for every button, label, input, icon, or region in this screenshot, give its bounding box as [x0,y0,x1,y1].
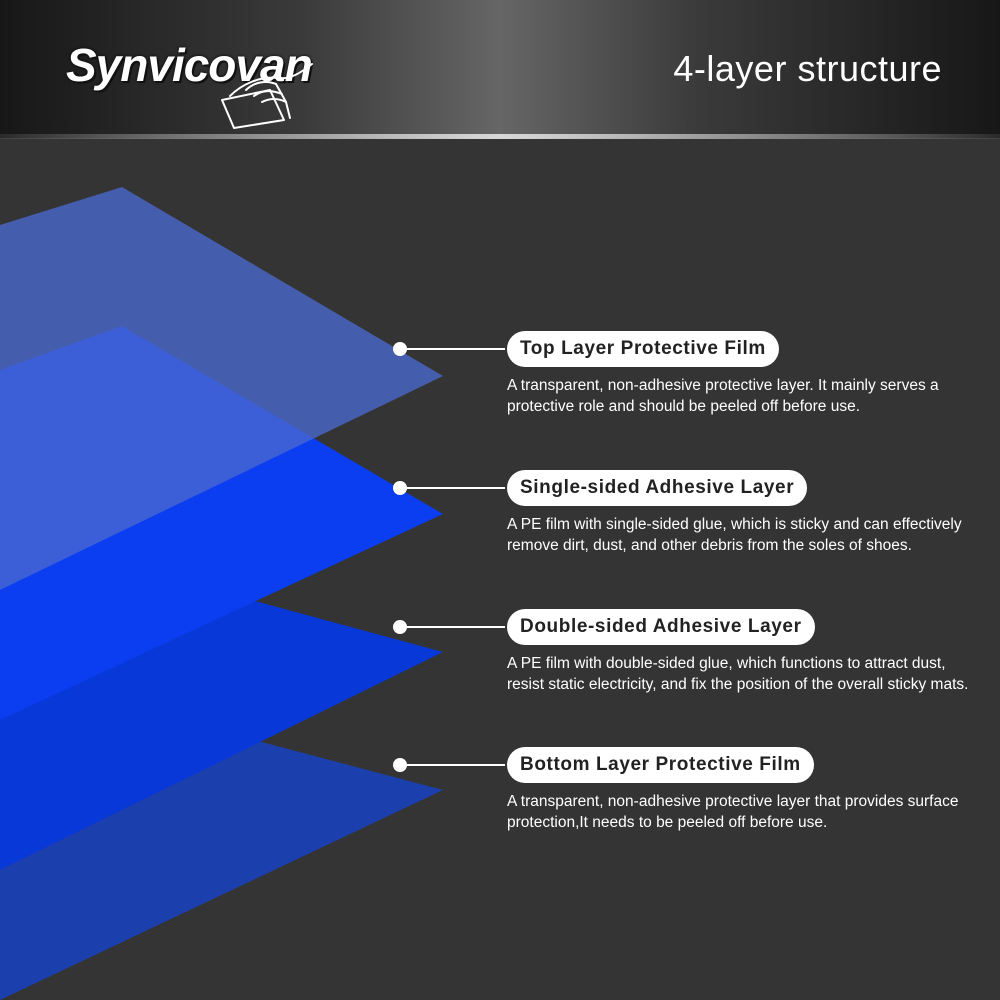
callout-dot [393,620,407,634]
callout-dot [393,758,407,772]
header-divider [0,134,1000,139]
callout-line [405,764,505,766]
layer-description: A transparent, non-adhesive protective l… [507,377,939,415]
callout-line [405,348,505,350]
layer-sheet-top-film [0,187,443,590]
page-title: 4-layer structure [673,48,942,89]
layer-name-label: Double-sided Adhesive Layer [507,609,815,645]
layer-description: A transparent, non-adhesive protective l… [507,793,959,831]
callout-dot [393,342,407,356]
layer-description: A PE film with single-sided glue, which … [507,516,962,554]
layer-name-label: Top Layer Protective Film [507,331,779,367]
header-banner [0,0,1000,138]
callout-line [405,626,505,628]
layer-description: A PE film with double-sided glue, which … [507,655,969,693]
callout-dot [393,481,407,495]
hand-wiping-cloth-icon [221,63,313,129]
layer-name-label: Single-sided Adhesive Layer [507,470,808,506]
layer-name-label: Bottom Layer Protective Film [507,747,814,783]
callout-line [405,487,505,489]
